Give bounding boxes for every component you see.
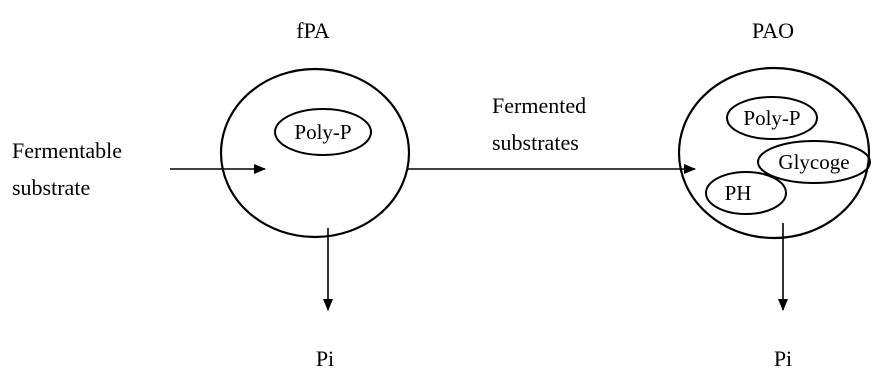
pao-cell: [677, 66, 871, 240]
pao-glycogen-label: Glycoge: [778, 150, 849, 174]
transfer-label-line1: Fermented: [492, 93, 586, 118]
input-label-line1: Fermentable: [12, 138, 122, 163]
pao-glycogen-granule: [757, 140, 871, 184]
pao-polyp-granule: [726, 96, 818, 140]
fpa-output-label: Pi: [316, 346, 334, 371]
fpa-polyp-label: Poly-P: [294, 120, 351, 144]
fpa-cell: [219, 67, 411, 239]
fpa-polyp-granule: [274, 108, 372, 156]
pao-output-label: Pi: [774, 346, 792, 371]
transfer-label-line2: substrates: [492, 130, 579, 155]
fpa-title: fPA: [296, 18, 330, 43]
input-label-line2: substrate: [12, 175, 90, 200]
pao-ph-label: PH: [725, 181, 752, 205]
pao-ph-granule: [705, 171, 787, 215]
pao-title: PAO: [752, 18, 794, 43]
pao-polyp-label: Poly-P: [743, 106, 800, 130]
